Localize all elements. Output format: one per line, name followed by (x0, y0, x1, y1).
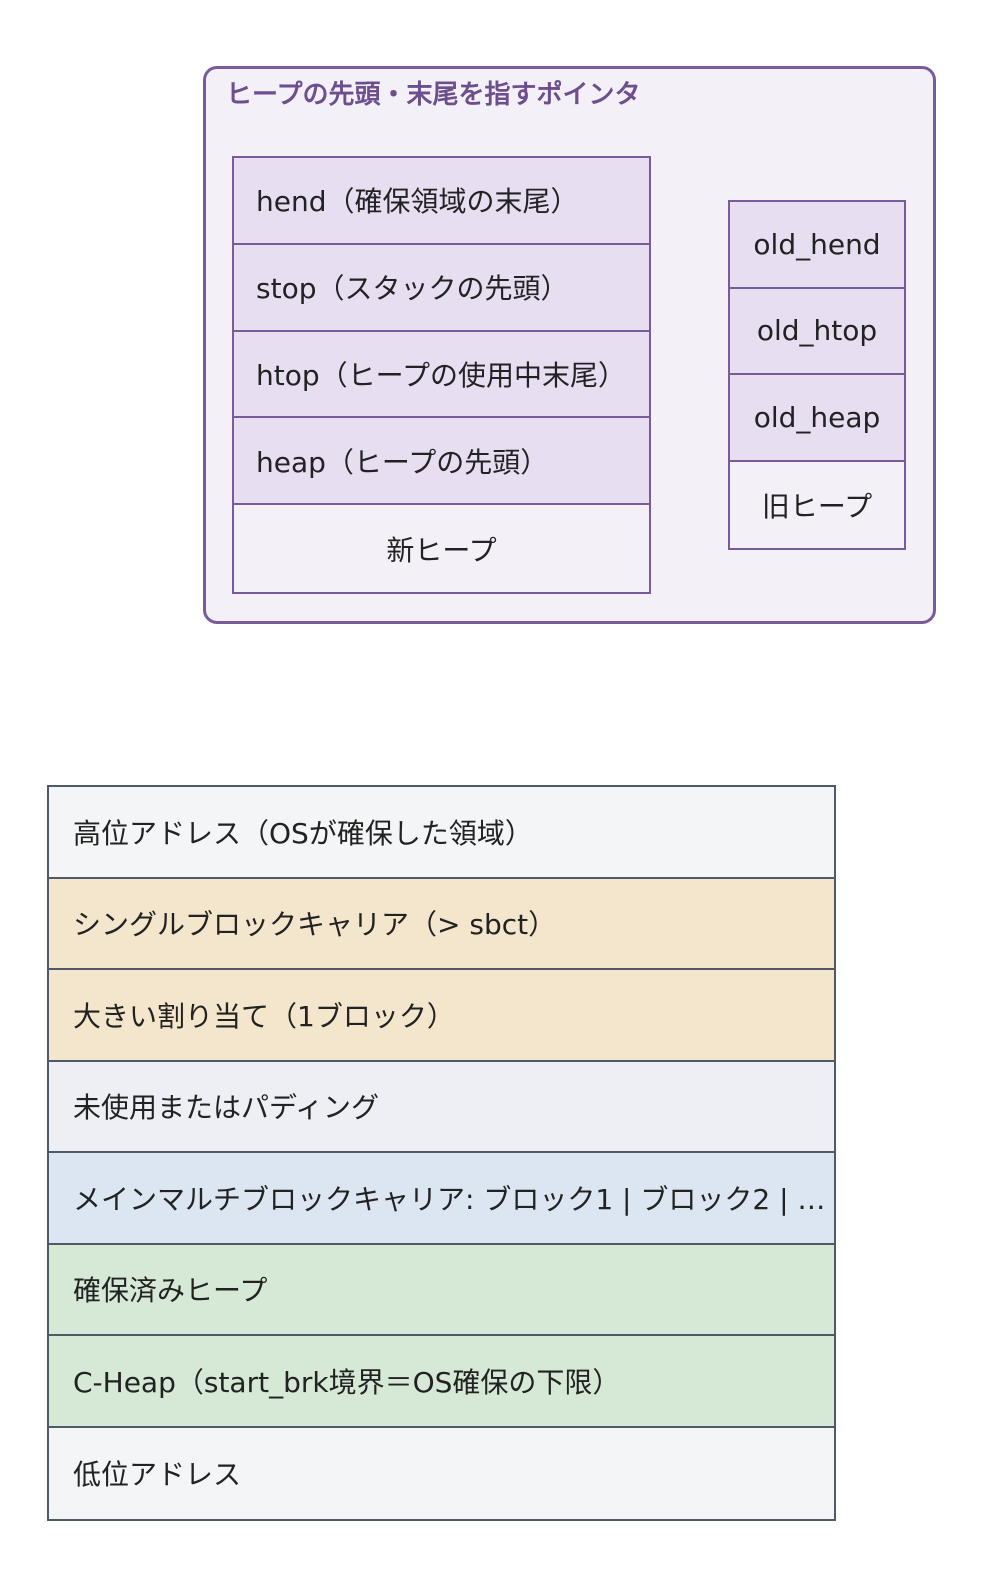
old-htop-cell: old_htop (730, 288, 904, 375)
group-title: ヒープの先頭・末尾を指すポインタ (226, 80, 641, 110)
memory-region-large-allocation: 大きい割り当て（1ブロック） (49, 970, 834, 1062)
memory-region-c-heap: C-Heap（start_brk境界＝OS確保の下限） (49, 1336, 834, 1428)
memory-region-high-address: 高位アドレス（OSが確保した領域） (49, 787, 834, 879)
memory-map: 高位アドレス（OSが確保した領域） シングルブロックキャリア（> sbct） 大… (47, 785, 836, 1521)
htop-cell: htop（ヒープの使用中末尾） (234, 331, 649, 419)
heap-cell: heap（ヒープの先頭） (234, 418, 649, 506)
memory-region-main-multiblock-carrier: メインマルチブロックキャリア: ブロック1 | ブロック2 | … (49, 1153, 834, 1245)
stop-cell: stop（スタックの先頭） (234, 244, 649, 332)
old-heap-label: 旧ヒープ (730, 461, 904, 548)
memory-region-unused-padding: 未使用またはパディング (49, 1061, 834, 1153)
old-hend-cell: old_hend (730, 202, 904, 289)
new-heap-label: 新ヒープ (234, 505, 649, 592)
hend-cell: hend（確保領域の末尾） (234, 158, 649, 245)
old-heap-stack: old_hend old_htop old_heap 旧ヒープ (728, 200, 906, 550)
memory-region-single-block-carrier: シングルブロックキャリア（> sbct） (49, 878, 834, 970)
memory-region-low-address: 低位アドレス (49, 1427, 834, 1519)
memory-region-allocated-heap: 確保済みヒープ (49, 1244, 834, 1336)
old-heap-cell: old_heap (730, 375, 904, 462)
new-heap-stack: hend（確保領域の末尾） stop（スタックの先頭） htop（ヒープの使用中… (232, 156, 651, 594)
